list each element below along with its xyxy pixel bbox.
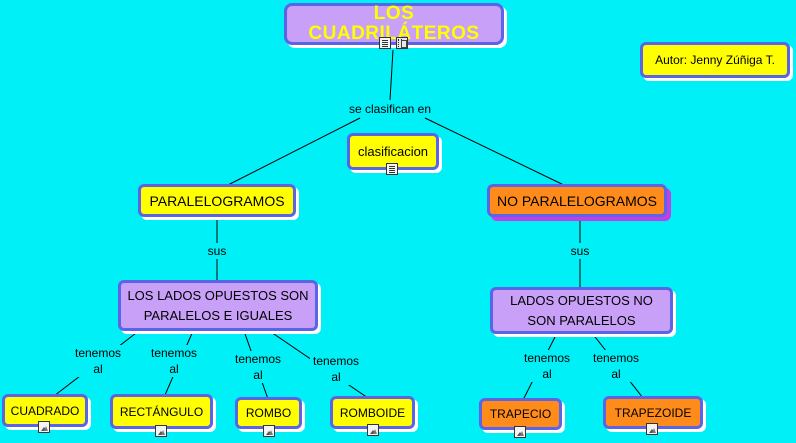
trapezoide-text: TRAPEZOIDE [614, 405, 692, 420]
link-label-tenemos-al-3: tenemos al [232, 351, 284, 383]
link-label-tenemos-al-6: tenemos al [590, 350, 642, 382]
author-node: Autor: Jenny Zúñiga T. [640, 42, 790, 78]
image-icon[interactable] [514, 426, 526, 438]
author-text: Autor: Jenny Zúñiga T. [655, 53, 775, 67]
rectangulo-text: RECTÁNGULO [119, 404, 204, 419]
image-icon[interactable] [646, 423, 658, 435]
link-label-tenemos-al-5: tenemos al [521, 350, 573, 382]
paralelogramos-text: PARALELOGRAMOS [149, 192, 285, 209]
image-icon[interactable] [38, 421, 50, 433]
link-label-sus-left: sus [203, 243, 231, 259]
lados-no-paralelos-node: LADOS OPUESTOS NO SON PARALELOS [490, 287, 673, 334]
lados-no-paralelos-text: LADOS OPUESTOS NO SON PARALELOS [510, 292, 653, 328]
document-icon[interactable] [379, 37, 391, 49]
link-label-se-clasifican-en: se clasifican en [344, 101, 436, 117]
lados-paralelos-node: LOS LADOS OPUESTOS SON PARALELOS E IGUAL… [118, 280, 318, 331]
link-label-tenemos-al-4: tenemos al [310, 353, 362, 385]
romboide-node: ROMBOIDE [330, 396, 415, 429]
film-icon[interactable] [396, 37, 408, 49]
lados-paralelos-text: LOS LADOS OPUESTOS SON PARALELOS E IGUAL… [127, 287, 309, 323]
line-title-to-label [389, 49, 394, 101]
trapecio-text: TRAPECIO [489, 407, 552, 421]
image-icon[interactable] [367, 424, 379, 436]
rombo-text: ROMBO [245, 406, 292, 420]
paralelogramos-node: PARALELOGRAMOS [138, 184, 296, 217]
romboide-text: ROMBOIDE [339, 405, 406, 420]
cuadrado-text: CUADRADO [10, 403, 80, 418]
link-label-sus-right: sus [566, 243, 594, 259]
clasificacion-text: clasificacion [357, 143, 429, 159]
document-icon[interactable] [386, 163, 398, 175]
image-icon[interactable] [263, 425, 275, 437]
link-label-tenemos-al-1: tenemos al [72, 345, 124, 377]
line-label-to-noparalelogramos [424, 117, 571, 189]
no-paralelogramos-text: NO PARALELOGRAMOS [496, 192, 657, 209]
rectangulo-node: RECTÁNGULO [110, 394, 213, 429]
title-node: LOS CUADRILÁTEROS [284, 3, 504, 45]
title-text: LOS CUADRILÁTEROS [308, 3, 480, 44]
no-paralelogramos-node: NO PARALELOGRAMOS [487, 184, 667, 217]
link-label-tenemos-al-2: tenemos al [148, 345, 200, 377]
line-label-to-paralelogramos [221, 117, 361, 189]
image-icon[interactable] [155, 425, 167, 437]
